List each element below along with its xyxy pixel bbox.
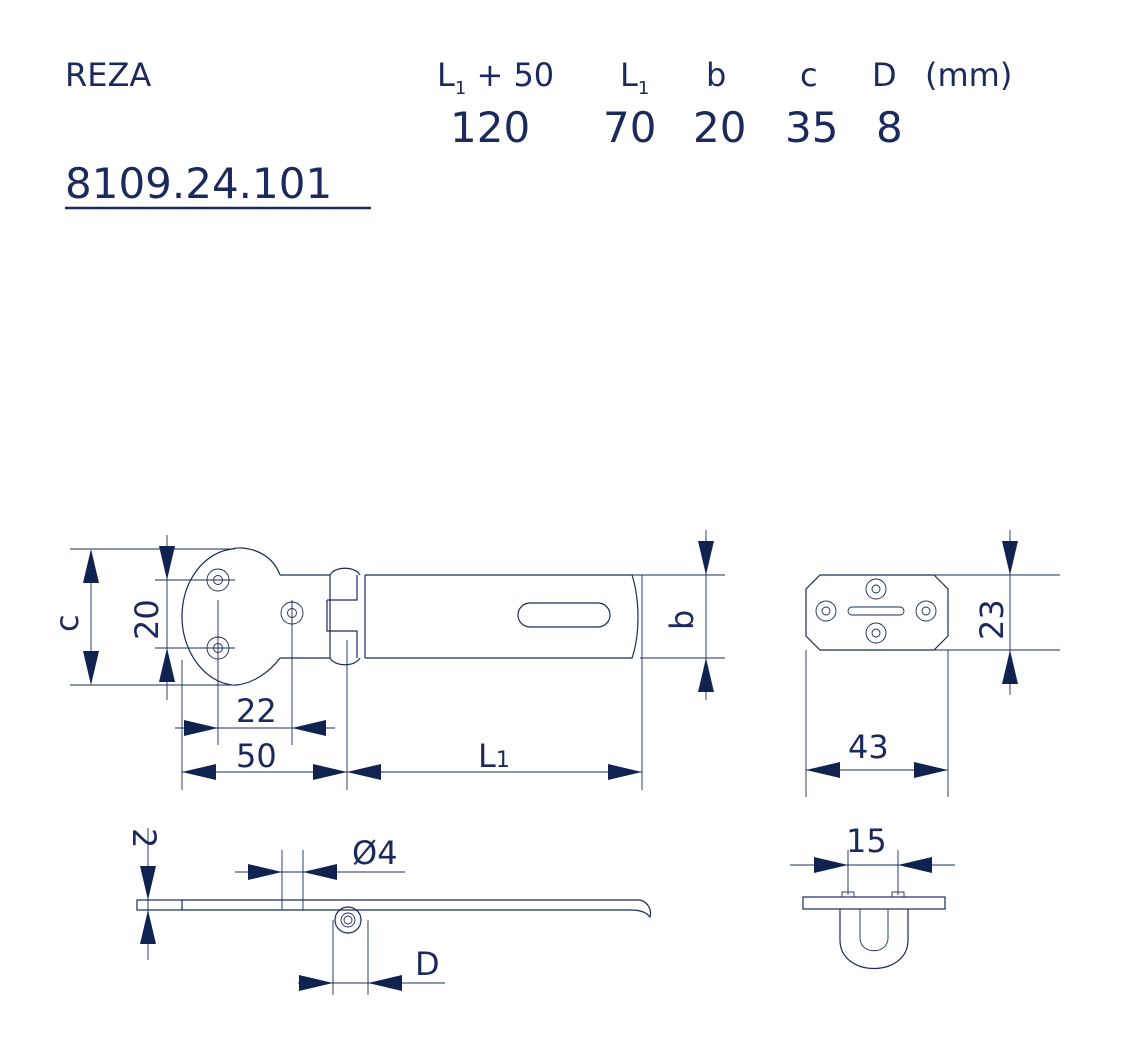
brand-name: REZA [65,56,151,94]
svg-text:L1 + 50: L1 + 50 [437,56,554,99]
slot [517,602,611,628]
arrowhead-icon [1002,650,1018,684]
arrowhead-icon [83,651,99,685]
arrowhead-icon [292,720,326,736]
svg-text:L1: L1 [620,56,649,99]
mount-plate-outline [805,574,949,651]
arrowhead-icon [83,549,99,583]
arrowhead-icon [159,546,175,580]
dimension-arrows [83,541,1018,991]
arrowhead-icon [248,864,282,880]
bottom-end-view: 15 [790,822,955,970]
col-value: 8 [876,103,903,152]
column-b: b 20 [693,56,746,152]
col-label: b [706,56,726,94]
round-plate-outline [181,547,281,686]
arrowhead-icon [698,541,714,575]
column-l1-plus-50: L1 + 50 120 [437,56,554,152]
strap-side [182,899,652,919]
arrowhead-icon [347,764,381,780]
col-value: 20 [693,103,746,152]
dim-plate-height: 23 [973,599,1011,640]
dim-b: b [663,610,701,630]
dim-l1: L1 [478,737,510,775]
unit-label: (mm) [925,56,1012,94]
arrowhead-icon [608,764,642,780]
side-view: 2 Ø4 D [125,828,652,995]
arrowhead-icon [814,857,848,873]
arrowhead-icon [184,720,218,736]
arrowhead-icon [303,864,337,880]
arrowhead-icon [299,975,333,991]
col-label: L [437,56,455,94]
strap-outline [365,574,639,659]
col-value: 120 [450,103,530,152]
dim-plate-length: 50 [236,737,277,775]
column-d: D 8 [872,56,903,152]
dim-hole-diameter: Ø4 [352,834,398,872]
dim-c: c [48,614,86,632]
col-suffix: + 50 [466,56,554,94]
knuckle-side [334,906,362,934]
arrowhead-icon [898,857,932,873]
col-sub: 1 [638,78,649,99]
col-value: 70 [603,103,656,152]
arrowhead-icon [806,762,840,778]
dim-pin-d: D [415,945,440,983]
arrowhead-icon [140,910,156,944]
arrowhead-icon [914,762,948,778]
col-sub: 1 [455,78,466,99]
column-c: c 35 [785,56,838,152]
arrowhead-icon [140,866,156,900]
dim-plate-width: 43 [848,728,889,766]
arrowhead-icon [182,764,216,780]
screw-holes [206,568,304,660]
dim-hole-offset: 22 [236,692,277,730]
col-label: c [800,56,818,94]
top-view: c 20 b 22 50 L1 [48,530,725,790]
arrowhead-icon [698,658,714,692]
arrowhead-icon [159,648,175,682]
arrowhead-icon [368,975,402,991]
part-number: 8109.24.101 [65,159,332,208]
dim-slot-width: 15 [846,822,887,860]
col-value: 35 [785,103,838,152]
arrowhead-icon [313,764,347,780]
col-label: L [620,56,638,94]
column-l1: L1 70 [603,56,656,152]
arrowhead-icon [1002,541,1018,575]
end-view: 23 43 [805,530,1060,797]
dim-hole-spacing: 20 [128,599,166,640]
dim-thickness: 2 [125,828,163,848]
hinge-knuckle [326,567,366,666]
col-label: D [872,56,897,94]
